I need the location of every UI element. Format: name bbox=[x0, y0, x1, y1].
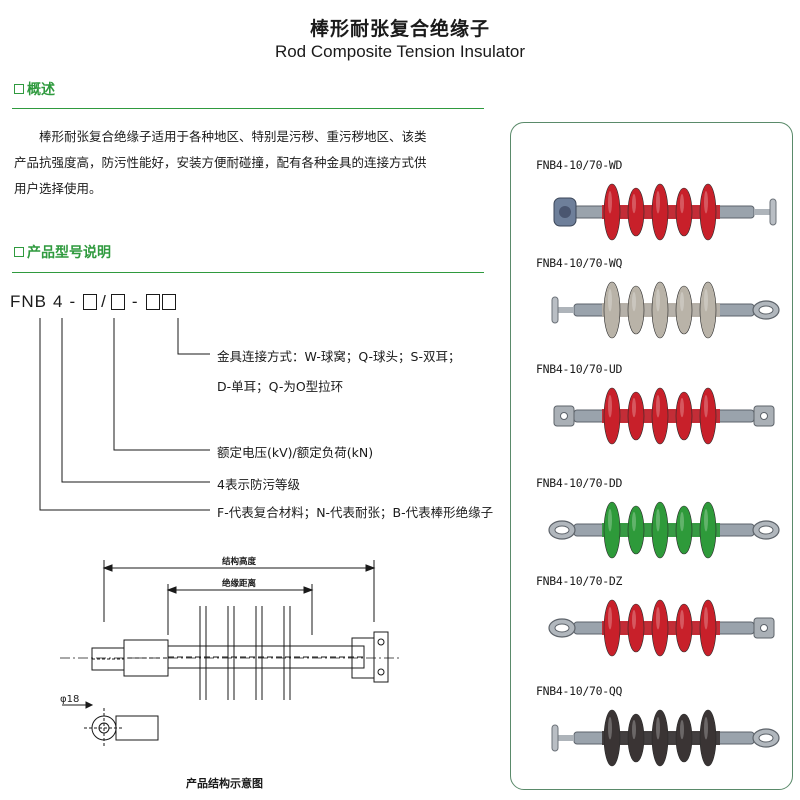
spec-voltage-load: 额定电压(kV)/额定负荷(kN) bbox=[217, 445, 374, 460]
overview-line: 棒形耐张复合绝缘子适用于各种地区、特别是污秽、重污秽地区、该类 bbox=[39, 129, 427, 144]
product-panel bbox=[510, 122, 793, 790]
code-placeholder-box bbox=[161, 294, 176, 310]
dim-insulation-distance: 绝缘距离 bbox=[222, 578, 257, 589]
code-placeholder-box bbox=[145, 294, 160, 310]
overview-divider bbox=[12, 108, 484, 109]
overview-line: 用户选择使用。 bbox=[14, 181, 102, 196]
code-dash: - bbox=[131, 292, 139, 311]
overview-line: 产品抗强度高，防污性能好，安装方便耐碰撞，配有各种金具的连接方式供 bbox=[14, 155, 427, 170]
spec-material-type: F-代表复合材料；N-代表耐张；B-代表棒形绝缘子 bbox=[217, 505, 494, 520]
insulator-illustration bbox=[551, 281, 780, 339]
product-model-label: FNB4-10/70-DZ bbox=[536, 574, 623, 588]
code-digit: 4 bbox=[53, 292, 64, 311]
spec-fittings: 金具连接方式：W-球窝；Q-球头；S-双耳； bbox=[217, 349, 461, 364]
insulator-illustration bbox=[551, 709, 780, 767]
product-model-label: FNB4-10/70-UD bbox=[536, 362, 623, 376]
page-title: 棒形耐张复合绝缘子 bbox=[309, 18, 490, 40]
product-model-label: FNB4-10/70-WQ bbox=[536, 256, 623, 270]
dim-structure-height: 结构高度 bbox=[222, 556, 257, 567]
code-leader-lines bbox=[39, 318, 210, 511]
diagram-caption: 产品结构示意图 bbox=[186, 777, 263, 790]
code-dash: - bbox=[69, 292, 77, 311]
model-code: FNB 4 - / - bbox=[10, 292, 177, 312]
overview-heading: 概述 bbox=[14, 79, 55, 99]
insulator-illustration bbox=[553, 387, 775, 445]
structure-diagram: 结构高度 绝缘距离 φ18 bbox=[60, 556, 400, 748]
dim-diameter: φ18 bbox=[60, 694, 79, 705]
spec-fittings-cont: D-单耳；Q-为O型拉环 bbox=[217, 379, 344, 394]
insulator-illustration bbox=[553, 183, 777, 241]
code-placeholder-box bbox=[83, 294, 98, 310]
model-heading-label: 产品型号说明 bbox=[27, 245, 111, 261]
insulator-illustration bbox=[548, 599, 775, 657]
insulator-illustration bbox=[548, 501, 780, 559]
model-heading: 产品型号说明 bbox=[14, 242, 111, 262]
page-subtitle: Rod Composite Tension Insulator bbox=[274, 42, 526, 61]
spec-pollution-level: 4表示防污等级 bbox=[217, 477, 300, 492]
code-placeholder-box bbox=[110, 294, 125, 310]
checkbox-square-icon bbox=[14, 84, 24, 94]
product-model-label: FNB4-10/70-QQ bbox=[536, 684, 623, 698]
product-model-label: FNB4-10/70-WD bbox=[536, 158, 623, 172]
overview-heading-label: 概述 bbox=[27, 82, 55, 98]
code-prefix: FNB bbox=[10, 292, 47, 311]
overview-paragraph: 棒形耐张复合绝缘子适用于各种地区、特别是污秽、重污秽地区、该类 产品抗强度高，防… bbox=[14, 124, 474, 202]
product-model-label: FNB4-10/70-DD bbox=[536, 476, 623, 490]
code-slash: / bbox=[101, 292, 107, 311]
model-divider bbox=[12, 272, 484, 273]
checkbox-square-icon bbox=[14, 247, 24, 257]
